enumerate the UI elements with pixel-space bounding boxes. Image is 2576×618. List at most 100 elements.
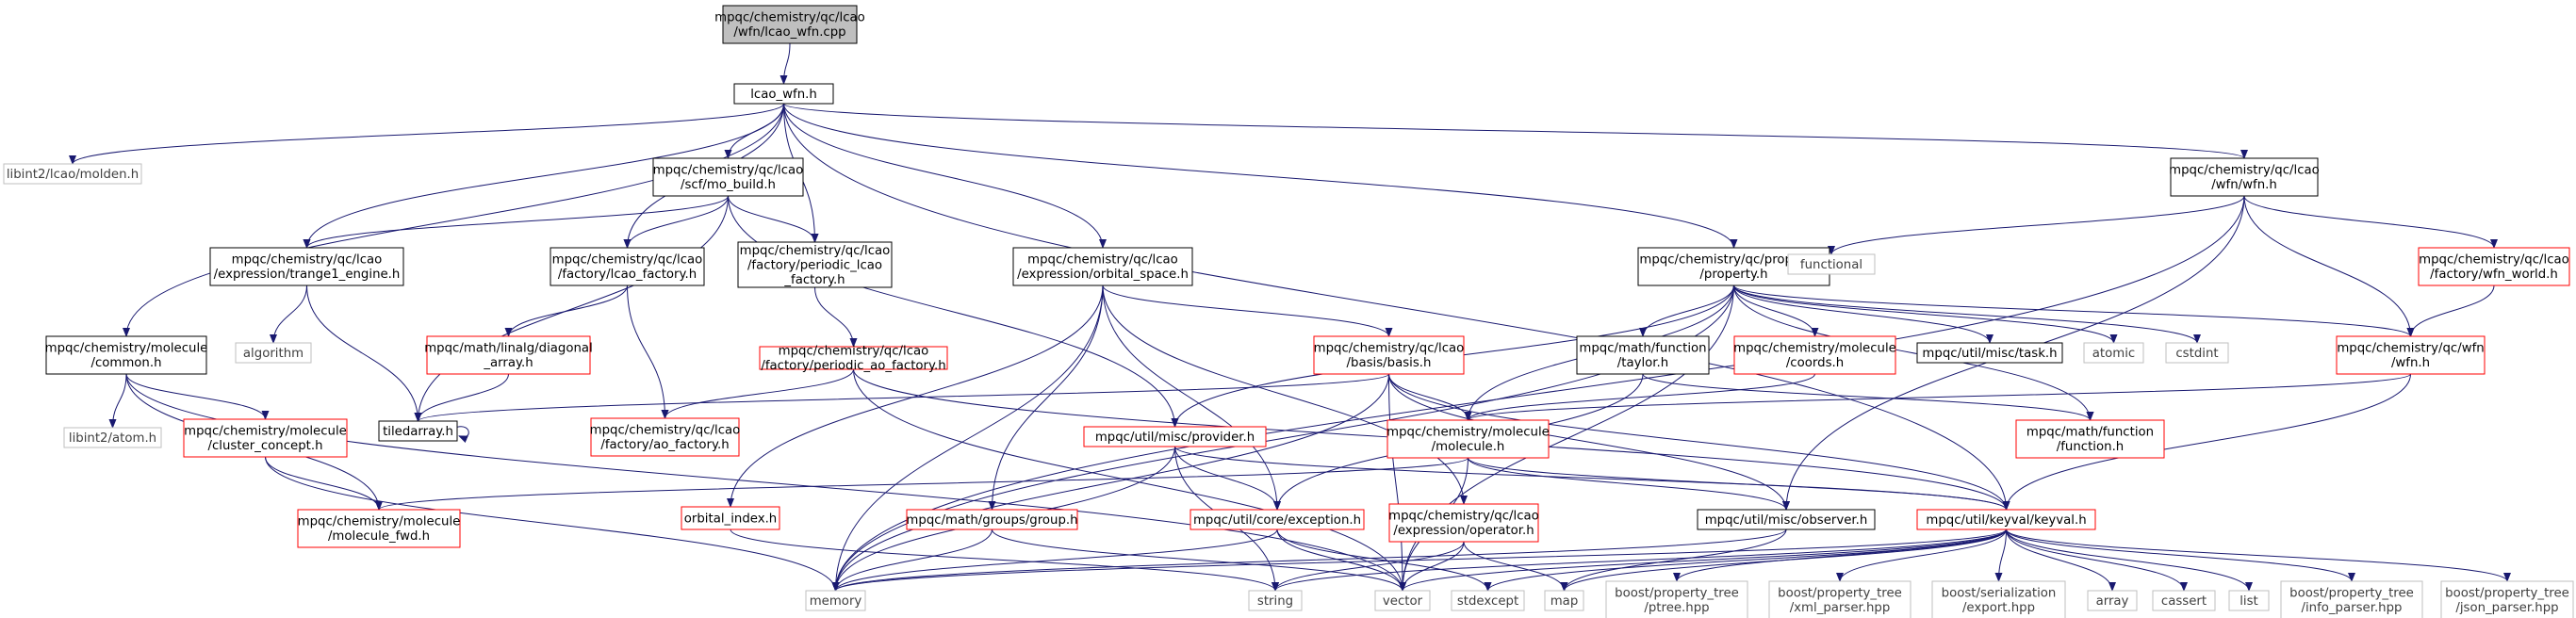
node-box xyxy=(235,342,312,364)
node-operator[interactable]: mpqc/chemistry/qc/lcao/expression/operat… xyxy=(1388,503,1539,543)
node-box xyxy=(1388,503,1539,543)
node-cluster_concept[interactable]: mpqc/chemistry/molecule/cluster_concept.… xyxy=(183,418,348,458)
node-box xyxy=(2152,590,2216,611)
edge-lcao_factory-to-diagonal_array xyxy=(504,285,628,337)
node-label: array xyxy=(2096,594,2129,609)
edge-qc_wfn_h-to-keyval xyxy=(2002,373,2411,511)
node-map: map xyxy=(1544,590,1584,611)
node-box xyxy=(1916,509,2096,530)
node-box xyxy=(3,163,142,185)
edge-trange1-to-algorithm xyxy=(270,285,307,344)
node-lcao_factory[interactable]: mpqc/chemistry/qc/lcao/factory/lcao_fact… xyxy=(550,247,705,286)
node-label: /coords.h xyxy=(1786,356,1844,370)
edge-lcao_wfn_h-to-molden xyxy=(69,103,784,165)
node-lcao_wfn_h[interactable]: lcao_wfn.h xyxy=(733,83,834,105)
node-box xyxy=(2165,342,2229,364)
node-box xyxy=(1787,253,1876,275)
node-group[interactable]: mpqc/math/groups/group.h xyxy=(906,509,1078,530)
node-keyval[interactable]: mpqc/util/keyval/keyval.h xyxy=(1916,509,2096,530)
node-label: /common.h xyxy=(90,356,161,370)
edge-property-to-atomic xyxy=(1733,285,2118,344)
node-array: array xyxy=(2087,590,2138,611)
node-label: /expression/operator.h xyxy=(1393,524,1534,538)
node-box xyxy=(2228,590,2270,611)
edge-mo_build-to-periodic_lcao_factory xyxy=(728,195,819,243)
edge-group-to-memory xyxy=(831,529,993,592)
node-coords[interactable]: mpqc/chemistry/molecule/coords.h xyxy=(1733,335,1896,375)
node-wfn_wfn_h[interactable]: mpqc/chemistry/qc/lcao/wfn/wfn.h xyxy=(2169,157,2320,197)
node-trange1[interactable]: mpqc/chemistry/qc/lcao/expression/trange… xyxy=(209,247,404,286)
node-box xyxy=(45,335,207,375)
node-task[interactable]: mpqc/util/misc/task.h xyxy=(1916,342,2063,364)
edge-basis-to-tiledarray xyxy=(414,373,1389,422)
node-tiledarray[interactable]: tiledarray.h xyxy=(378,420,458,442)
node-qc_wfn_h[interactable]: mpqc/chemistry/qc/wfn/wfn.h xyxy=(2336,335,2486,375)
node-ao_factory[interactable]: mpqc/chemistry/qc/lcao/factory/ao_factor… xyxy=(590,417,741,457)
node-memory: memory xyxy=(805,590,866,611)
node-export: boost/serialization/export.hpp xyxy=(1931,580,2066,618)
node-label: /export.hpp xyxy=(1962,601,2035,615)
node-label: mpqc/chemistry/qc/lcao xyxy=(653,164,804,178)
node-label: mpqc/chemistry/qc/lcao xyxy=(1027,253,1178,268)
node-molecule_fwd[interactable]: mpqc/chemistry/molecule/molecule_fwd.h xyxy=(297,509,461,548)
edge-property-to-memory xyxy=(831,285,1734,592)
edge-orbital_space-to-basis xyxy=(1102,285,1393,337)
node-exception[interactable]: mpqc/util/core/exception.h xyxy=(1190,509,1365,530)
edge-provider-to-keyval xyxy=(1174,446,2010,511)
node-molecule_common[interactable]: mpqc/chemistry/molecule/common.h xyxy=(45,335,208,375)
edge-keyval-to-xml_parser xyxy=(1836,529,2007,582)
node-wfn_world[interactable]: mpqc/chemistry/qc/lcao/factory/wfn_world… xyxy=(2418,247,2570,286)
node-observer[interactable]: mpqc/util/misc/observer.h xyxy=(1697,509,1876,530)
edge-molecule_common-to-cluster_concept xyxy=(125,373,270,420)
node-label: mpqc/chemistry/qc/lcao xyxy=(779,345,929,359)
node-label: mpqc/chemistry/qc/lcao xyxy=(552,253,703,268)
node-label: mpqc/chemistry/qc/lcao xyxy=(1388,510,1539,524)
node-functional: functional xyxy=(1787,253,1876,275)
node-label: atomic xyxy=(2092,347,2135,361)
edge-cluster_concept-to-molecule_fwd xyxy=(265,456,383,511)
node-periodic_ao_factory[interactable]: mpqc/chemistry/qc/lcao/factory/periodic_… xyxy=(759,345,948,374)
node-label: /cluster_concept.h xyxy=(207,439,322,453)
node-box xyxy=(1605,580,1748,618)
node-string: string xyxy=(1248,590,1303,611)
node-root[interactable]: mpqc/chemistry/qc/lcao/wfn/lcao_wfn.cpp xyxy=(714,5,865,44)
node-function_h[interactable]: mpqc/math/function/function.h xyxy=(2015,419,2165,459)
edge-observer-to-map xyxy=(1560,529,1787,592)
node-basis[interactable]: mpqc/chemistry/qc/lcao/basis/basis.h xyxy=(1313,335,1465,375)
edge-property-to-task xyxy=(1733,285,1994,344)
node-box xyxy=(805,590,866,611)
edge-group-to-vector xyxy=(992,529,1406,592)
node-box xyxy=(1931,580,2066,618)
node-mo_build[interactable]: mpqc/chemistry/qc/lcao/scf/mo_build.h xyxy=(652,157,804,197)
edge-mo_build-to-tiledarray xyxy=(414,195,729,422)
node-xml_parser: boost/property_tree/xml_parser.hpp xyxy=(1768,580,1911,618)
node-periodic_lcao_factory[interactable]: mpqc/chemistry/qc/lcao/factory/periodic_… xyxy=(737,241,893,288)
node-label: boost/serialization xyxy=(1942,587,2057,601)
node-diagonal_array[interactable]: mpqc/math/linalg/diagonal_array.h xyxy=(424,335,593,375)
node-box xyxy=(1697,509,1876,530)
edge-orbital_space-to-memory xyxy=(831,285,1104,592)
edge-provider-to-exception xyxy=(1174,446,1281,511)
node-label: /json_parser.hpp xyxy=(2455,601,2558,615)
node-box xyxy=(1451,590,1525,611)
node-provider[interactable]: mpqc/util/misc/provider.h xyxy=(1083,426,1267,447)
node-molecule_h[interactable]: mpqc/chemistry/molecule/molecule.h xyxy=(1386,419,1550,459)
edge-molecule_common-to-vector xyxy=(125,373,1406,592)
node-cassert: cassert xyxy=(2152,590,2216,611)
node-box xyxy=(733,83,834,105)
edge-lcao_wfn_h-to-wfn_wfn_h xyxy=(783,103,2248,159)
edge-lcao_wfn_h-to-keyval xyxy=(783,103,2010,511)
node-label: mpqc/chemistry/qc/lcao xyxy=(2169,164,2320,178)
node-info_parser: boost/property_tree/info_parser.hpp xyxy=(2280,580,2423,618)
node-orbital_space[interactable]: mpqc/chemistry/qc/lcao/expression/orbita… xyxy=(1012,247,1193,286)
node-box xyxy=(737,241,893,288)
node-box xyxy=(1313,335,1465,375)
node-orbital_index[interactable]: orbital_index.h xyxy=(681,506,780,530)
node-label: /function.h xyxy=(2057,440,2124,454)
node-label: mpqc/util/core/exception.h xyxy=(1193,513,1361,528)
edge-molecule_h-to-keyval xyxy=(1468,457,2010,511)
edge-basis-to-keyval xyxy=(1388,373,2010,511)
node-taylor[interactable]: mpqc/math/function/taylor.h xyxy=(1576,335,1710,375)
edge-trange1-to-tiledarray xyxy=(306,285,422,422)
